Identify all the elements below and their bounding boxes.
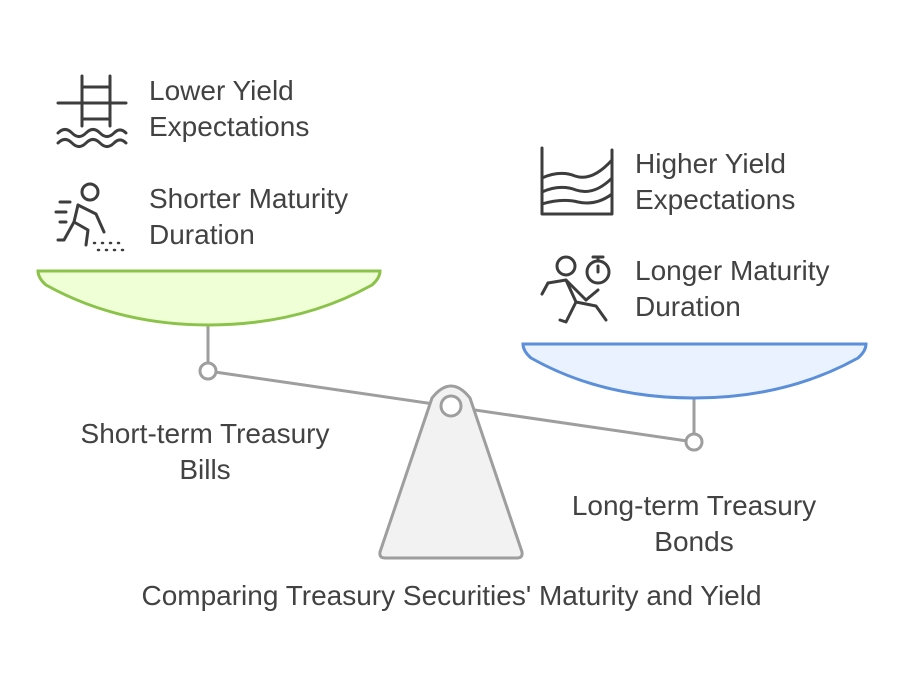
sprinter-start-icon bbox=[54, 182, 125, 252]
rising-curves-icon bbox=[540, 146, 614, 216]
longer-maturity-label: Longer Maturity Duration bbox=[635, 255, 830, 322]
long-term-bonds-caption: Long-term Treasury Bonds bbox=[571, 490, 817, 557]
higher-yield-label: Higher Yield Expectations bbox=[635, 148, 796, 215]
diagram-title: Comparing Treasury Securities' Maturity … bbox=[141, 580, 762, 611]
left-pan bbox=[36, 269, 382, 327]
scale-fulcrum bbox=[378, 384, 524, 560]
right-pan-joint bbox=[684, 432, 704, 452]
left-pan-joint bbox=[198, 361, 218, 381]
lower-yield-label: Lower Yield Expectations bbox=[149, 75, 310, 142]
ladder-water-icon bbox=[56, 74, 128, 148]
short-term-bills-caption: Short-term Treasury Bills bbox=[80, 418, 330, 485]
fulcrum-pivot bbox=[439, 394, 463, 418]
shorter-maturity-label: Shorter Maturity Duration bbox=[149, 183, 349, 250]
runner-stopwatch-icon bbox=[540, 255, 611, 324]
right-pan bbox=[521, 342, 868, 400]
